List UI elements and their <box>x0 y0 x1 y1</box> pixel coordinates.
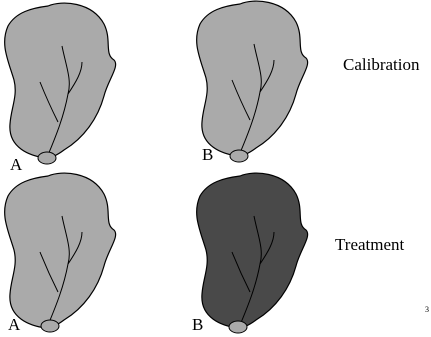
catchment-letter: B <box>192 315 203 334</box>
catchment-b-treatment: B <box>192 173 308 334</box>
outlet-gauge <box>230 150 248 162</box>
outlet-gauge <box>229 321 247 333</box>
catchment-b-calibration: B <box>197 1 308 164</box>
catchment-a-calibration: A <box>5 3 116 174</box>
row-label-treatment: Treatment <box>335 235 405 254</box>
catchment-area <box>5 173 116 328</box>
catchment-area <box>5 3 116 158</box>
catchment-letter: A <box>10 155 23 174</box>
catchment-area <box>197 1 308 156</box>
catchment-letter: A <box>8 315 21 334</box>
catchment-area <box>197 173 308 328</box>
outlet-gauge <box>38 152 56 164</box>
page-number: 3 <box>425 305 429 314</box>
catchment-a-treatment: A <box>5 173 116 334</box>
outlet-gauge <box>41 320 59 332</box>
row-label-calibration: Calibration <box>343 55 420 74</box>
catchment-letter: B <box>202 145 213 164</box>
